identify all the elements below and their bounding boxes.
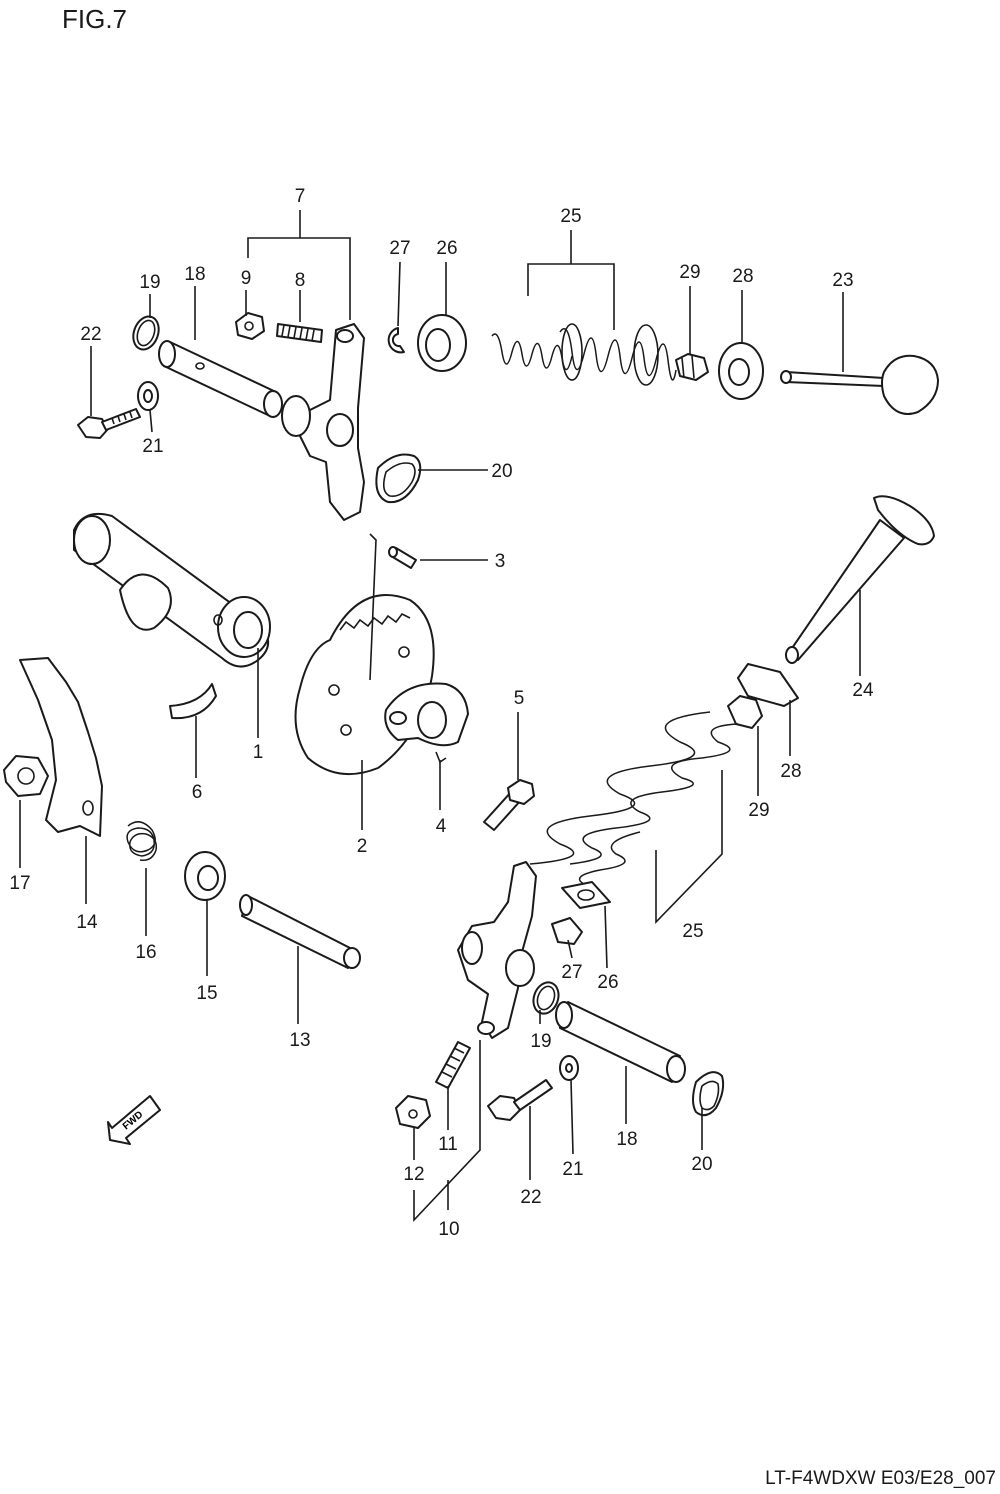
valve-23 bbox=[780, 354, 939, 415]
cotter-29-lower bbox=[727, 695, 763, 729]
callout-2: 2 bbox=[357, 836, 368, 857]
cam-plate-4 bbox=[384, 682, 469, 764]
oring-19-upper bbox=[132, 315, 160, 351]
dowel-pin-3 bbox=[388, 546, 417, 569]
callout-12: 12 bbox=[403, 1164, 424, 1185]
callout-1: 1 bbox=[253, 742, 264, 763]
callout-27-upper: 27 bbox=[389, 238, 410, 259]
rocker-arm-upper bbox=[281, 323, 365, 521]
callout-28-lower: 28 bbox=[780, 761, 801, 782]
callout-24: 24 bbox=[852, 680, 874, 701]
callout-25-lower: 25 bbox=[682, 921, 703, 942]
nut-9-upper bbox=[235, 312, 265, 340]
valve-springs-25-lower bbox=[529, 711, 739, 885]
decomp-shaft-13 bbox=[239, 894, 361, 969]
rocker-arm-lower bbox=[457, 861, 537, 1039]
callout-5: 5 bbox=[514, 688, 525, 709]
callout-28-upper: 28 bbox=[732, 266, 753, 287]
nut-17 bbox=[3, 755, 49, 797]
sprocket-2 bbox=[294, 594, 435, 775]
rocker-shaft-18-upper bbox=[158, 340, 283, 418]
retainer-28-upper bbox=[718, 342, 764, 400]
callout-7: 7 bbox=[295, 186, 306, 207]
pin-6 bbox=[169, 683, 217, 720]
leader-lines bbox=[19, 210, 861, 1223]
callout-16: 16 bbox=[135, 942, 156, 963]
callout-10: 10 bbox=[438, 1219, 459, 1240]
valve-springs-25-upper bbox=[491, 323, 677, 386]
callout-19-lower: 19 bbox=[530, 1031, 551, 1052]
model-code: LT-F4WDXW E03/E28_007 bbox=[765, 1468, 996, 1489]
callout-22-lower: 22 bbox=[520, 1187, 541, 1208]
callout-18-upper: 18 bbox=[184, 264, 205, 285]
fwd-arrow-icon: FWD bbox=[107, 1095, 161, 1145]
callout-14: 14 bbox=[76, 912, 98, 933]
spring-seat-26-upper bbox=[417, 314, 467, 372]
bolt-22-lower bbox=[487, 1079, 553, 1121]
adjust-screw-8-upper bbox=[276, 323, 323, 343]
callout-11: 11 bbox=[438, 1134, 458, 1155]
washer-21-lower bbox=[559, 1055, 579, 1081]
callout-19-upper: 19 bbox=[139, 272, 160, 293]
figure-title: FIG.7 bbox=[62, 4, 128, 34]
clip-27-upper bbox=[387, 327, 405, 354]
callout-20-lower: 20 bbox=[691, 1154, 712, 1175]
callout-15: 15 bbox=[196, 983, 217, 1004]
callout-20-upper: 20 bbox=[491, 461, 512, 482]
callout-9: 9 bbox=[241, 268, 252, 289]
callout-13: 13 bbox=[289, 1030, 310, 1051]
bolt-22-upper bbox=[77, 408, 141, 439]
callout-29-upper: 29 bbox=[679, 262, 700, 283]
nut-12-lower bbox=[395, 1095, 431, 1129]
camshaft-1 bbox=[73, 512, 271, 668]
spring-16 bbox=[126, 821, 158, 862]
callout-4: 4 bbox=[436, 816, 447, 837]
decomp-lever-14 bbox=[19, 657, 103, 837]
valve-24 bbox=[785, 495, 935, 664]
bolt-5 bbox=[483, 779, 535, 831]
callout-26-lower: 26 bbox=[597, 972, 618, 993]
callout-labels: 7 9 8 18 19 22 21 27 26 25 29 28 23 20 3… bbox=[9, 186, 874, 1240]
oring-20-lower bbox=[692, 1071, 725, 1117]
washer-21-upper bbox=[137, 381, 159, 411]
callout-18-lower: 18 bbox=[616, 1129, 637, 1150]
cotter-29-upper bbox=[675, 353, 709, 381]
callout-6: 6 bbox=[192, 782, 203, 803]
callout-8: 8 bbox=[295, 270, 306, 291]
clip-27-lower bbox=[551, 917, 583, 945]
callout-26-upper: 26 bbox=[436, 238, 457, 259]
callout-29-lower: 29 bbox=[748, 800, 769, 821]
bearing-15 bbox=[184, 851, 226, 901]
callout-23: 23 bbox=[832, 270, 853, 291]
rocker-shaft-18-lower bbox=[555, 1001, 686, 1083]
adjust-screw-11-lower bbox=[435, 1041, 471, 1089]
callout-21-upper: 21 bbox=[142, 436, 163, 457]
oring-20-upper bbox=[375, 453, 422, 504]
callout-25-upper: 25 bbox=[560, 206, 581, 227]
callout-21-lower: 21 bbox=[562, 1159, 583, 1180]
callout-27-lower: 27 bbox=[561, 962, 582, 983]
callout-17: 17 bbox=[9, 873, 30, 894]
spring-seat-26-lower bbox=[561, 881, 611, 909]
callout-22-upper: 22 bbox=[80, 324, 101, 345]
callout-3: 3 bbox=[495, 551, 506, 572]
retainer-28-lower bbox=[737, 663, 799, 707]
